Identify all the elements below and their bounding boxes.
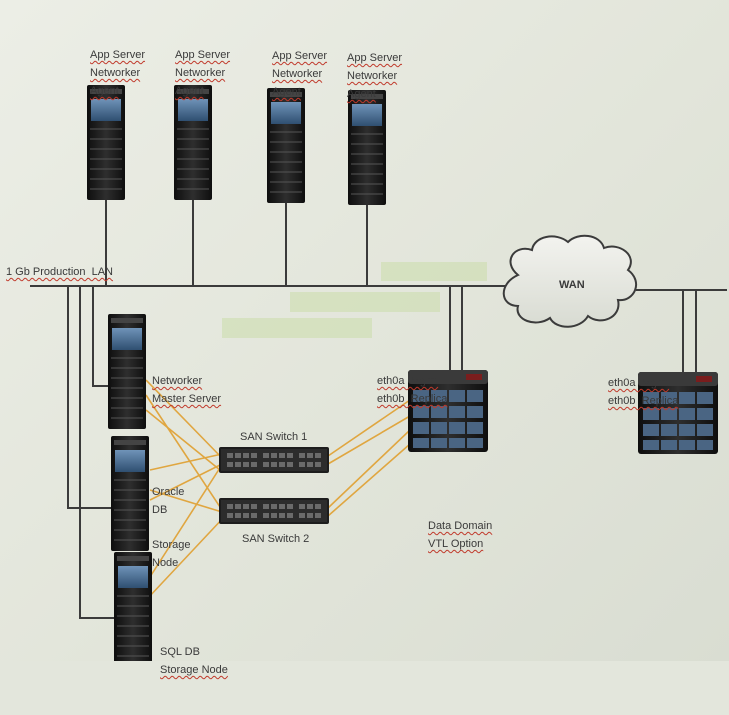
highlight-mark — [222, 318, 372, 338]
san-switch-2-label: SAN Switch 2 — [242, 533, 310, 545]
oracle-storage-node — [110, 435, 150, 552]
highlight-mark — [290, 292, 440, 312]
san-switch-1 — [219, 447, 329, 473]
san-switch-1-label: SAN Switch 1 — [240, 431, 308, 443]
sql-node-link — [79, 286, 116, 619]
diagram-canvas — [30, 84, 727, 661]
production-lan-label: 1 Gb Production LAN — [6, 266, 114, 278]
highlight-mark — [381, 262, 487, 281]
master-server-link — [92, 286, 110, 387]
oracle-node-link — [67, 286, 113, 509]
san-switch-2 — [219, 498, 329, 524]
networker-master-server — [107, 313, 147, 430]
wan-cloud — [502, 234, 638, 328]
fc-links — [145, 379, 411, 599]
wan-label: WAN — [559, 279, 585, 291]
sql-storage-node — [113, 551, 153, 661]
lan-links — [30, 200, 727, 619]
